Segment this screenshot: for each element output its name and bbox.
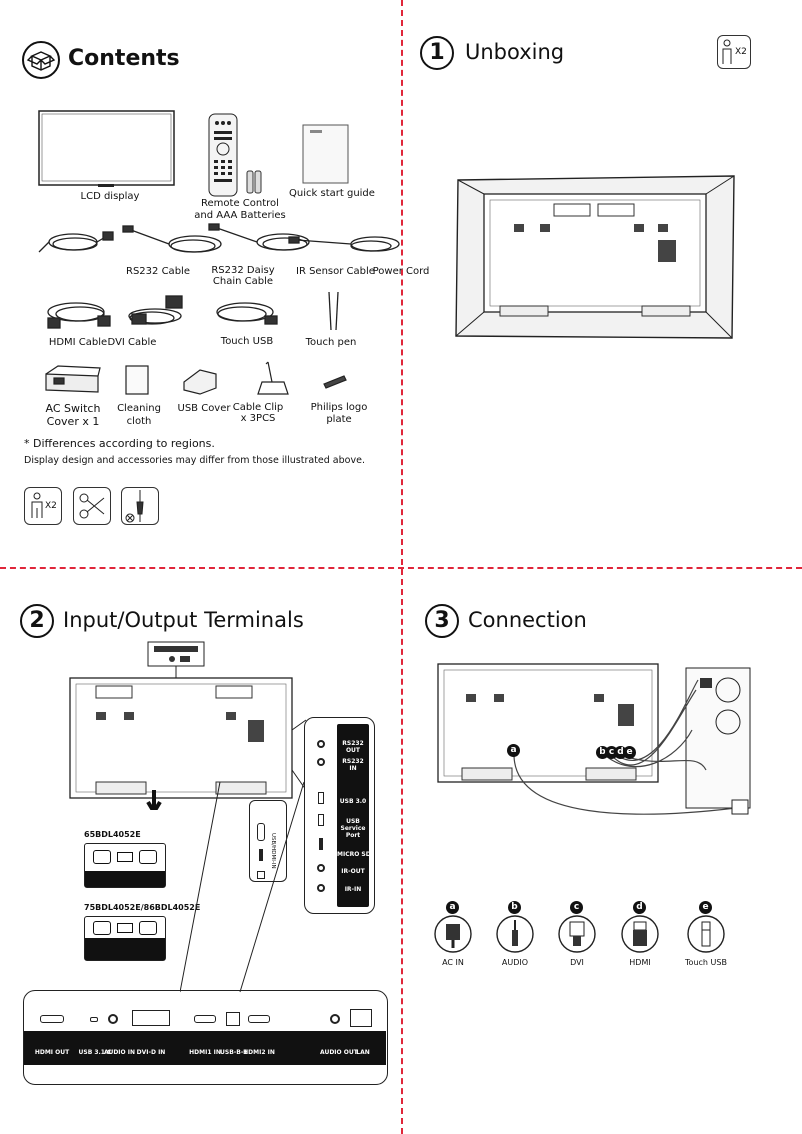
remote-control-image xyxy=(208,113,262,197)
accessories-row-image xyxy=(45,361,347,395)
port-rs232-out: RS232 OUT xyxy=(342,740,364,754)
port-hdmi-out: HDMI OUT xyxy=(34,1049,70,1056)
port-dvi-d-in: DVI-D IN xyxy=(136,1049,166,1056)
label-dvi: DVI Cable xyxy=(107,337,157,348)
audio-plug-icon xyxy=(496,915,534,953)
connector-d-badge: d xyxy=(633,901,646,914)
connector-c-badge: c xyxy=(570,901,583,914)
label-touch-pen: Touch pen xyxy=(305,337,357,348)
connector-c-label: DVI xyxy=(570,958,584,967)
label-cable-clip: Cable Clip x 3PCS xyxy=(232,402,284,424)
port-micro-sd: MICRO SD xyxy=(337,851,371,858)
connector-b-label: AUDIO xyxy=(501,958,529,967)
label-rs232-daisy: RS232 Daisy Chain Cable xyxy=(211,265,275,287)
unboxing-people-count: X2 xyxy=(735,47,747,57)
screwdriver-icon xyxy=(121,487,159,525)
ac-panel-65 xyxy=(84,843,166,888)
two-people-icon: X2 xyxy=(24,487,62,525)
port-audio-out: AUDIO OUT xyxy=(320,1049,358,1056)
model-65: 65BDL4052E xyxy=(84,830,141,839)
label-power-cord: Power Cord xyxy=(372,266,430,277)
connector-d-label: HDMI xyxy=(629,958,651,967)
label-cleaning-cloth: Cleaning cloth xyxy=(117,403,161,427)
connector-e-badge: e xyxy=(699,901,712,914)
ac-panel-75-86 xyxy=(84,916,166,961)
contents-title: Contents xyxy=(68,46,180,71)
port-hdmi2-in: HDMI2 IN xyxy=(243,1049,275,1056)
label-touch-usb: Touch USB xyxy=(220,336,274,347)
no-cutter-icon xyxy=(73,487,111,525)
port-usb31c: USB 3.1 C xyxy=(78,1049,112,1056)
dvi-plug-icon xyxy=(558,915,596,953)
port-usb-b-1: USB-B-1 xyxy=(220,1049,248,1056)
label-philips-logo: Philips logo plate xyxy=(310,402,368,425)
step-3-badge: 3 xyxy=(425,604,459,638)
port-rs232-in: RS232 IN xyxy=(342,758,364,772)
port-ir-out: IR-OUT xyxy=(341,868,365,875)
connector-a-badge: a xyxy=(446,901,459,914)
two-people-icon: X2 xyxy=(717,35,751,69)
people-count: X2 xyxy=(45,501,57,511)
port-audio-in: AUDIO IN xyxy=(104,1049,135,1056)
ac-plug-icon xyxy=(434,915,472,953)
callout-a: a xyxy=(507,744,520,757)
note-design: Display design and accessories may diffe… xyxy=(24,455,365,466)
terminals-display-rear-image xyxy=(69,641,307,810)
side-usb-hdmi-label: USB/HDMI-IN xyxy=(270,833,276,869)
label-guide: Quick start guide xyxy=(289,188,375,199)
hdmi-plug-icon xyxy=(621,915,659,953)
step-1-badge: 1 xyxy=(420,36,454,70)
connector-a-label: AC IN xyxy=(442,958,464,967)
unboxing-title: Unboxing xyxy=(465,40,565,64)
step-2-badge: 2 xyxy=(20,604,54,638)
connection-title: Connection xyxy=(468,608,587,632)
port-lan: LAN xyxy=(356,1049,370,1056)
port-hdmi1-in: HDMI1 IN xyxy=(189,1049,221,1056)
label-usb-cover: USB Cover xyxy=(177,403,231,414)
side-port-panel: RS232 OUT RS232 IN USB 3.0 USB Service P… xyxy=(304,717,375,914)
connector-e-label: Touch USB xyxy=(685,958,727,967)
bottom-port-panel: HDMI OUT USB 3.1 C AUDIO IN DVI-D IN HDM… xyxy=(23,990,388,1085)
connection-diagram-image xyxy=(437,663,751,815)
unboxing-display-image xyxy=(455,175,735,339)
cables-row-2-image xyxy=(47,291,339,331)
label-ac-switch: AC Switch Cover x 1 xyxy=(45,402,101,428)
port-usb-service: USB Service Port xyxy=(340,818,366,839)
horizontal-divider xyxy=(0,567,802,569)
quick-start-guide-image xyxy=(302,124,349,184)
label-rs232: RS232 Cable xyxy=(126,266,190,277)
label-lcd: LCD display xyxy=(80,191,140,202)
lcd-display-image xyxy=(38,110,175,187)
note-differences: * Differences according to regions. xyxy=(24,437,215,450)
connector-b-badge: b xyxy=(508,901,521,914)
port-usb30: USB 3.0 xyxy=(339,798,367,805)
label-ir-sensor: IR Sensor Cable xyxy=(296,266,375,277)
terminal-callout-lines xyxy=(180,781,305,993)
cables-row-1-image xyxy=(38,223,400,253)
label-remote: Remote Control and AAA Batteries xyxy=(194,198,286,221)
terminals-title: Input/Output Terminals xyxy=(63,608,304,632)
box-icon xyxy=(22,41,60,79)
model-75-86: 75BDL4052E/86BDL4052E xyxy=(84,903,201,912)
label-hdmi: HDMI Cable xyxy=(48,337,108,348)
usb-plug-icon xyxy=(687,915,725,953)
port-ir-in: IR-IN xyxy=(344,886,362,893)
callout-e: e xyxy=(623,746,636,759)
